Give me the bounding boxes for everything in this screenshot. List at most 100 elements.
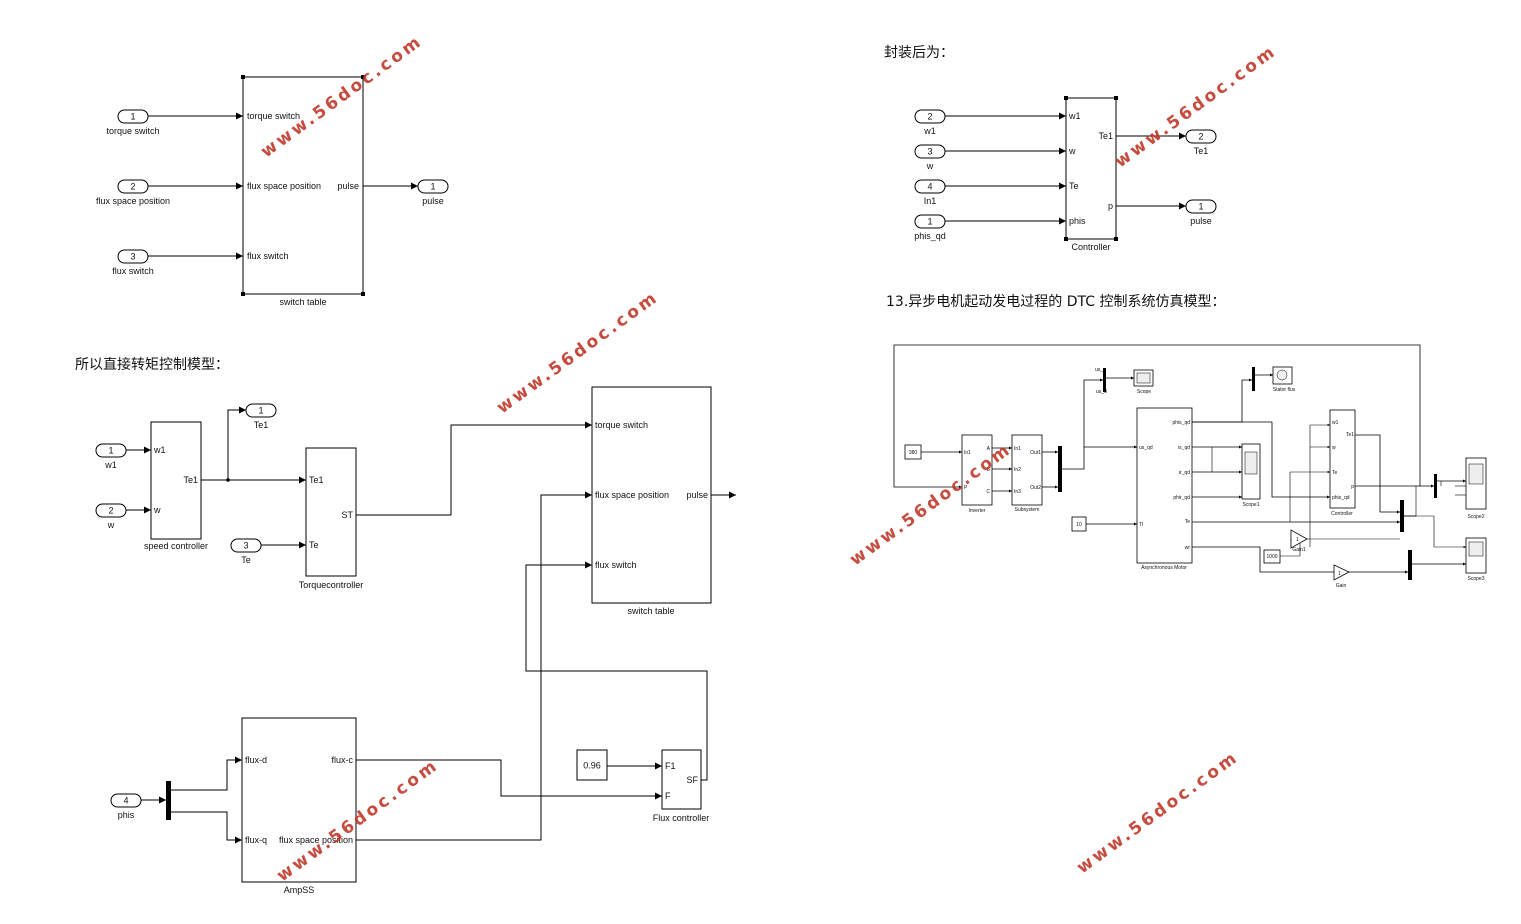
svg-text:flux space position: flux space position bbox=[595, 490, 669, 500]
outport-pulse[interactable]: 1 pulse bbox=[417, 179, 449, 206]
svg-text:Gain1: Gain1 bbox=[1292, 547, 1306, 553]
block-inverter[interactable]: In1 P A B C Inverter bbox=[961, 434, 993, 514]
svg-text:2: 2 bbox=[108, 506, 113, 516]
block-ampss[interactable]: flux-d flux-q flux-c flux space position… bbox=[241, 717, 357, 895]
constant-10[interactable]: 10 bbox=[1071, 516, 1087, 532]
inport-dtc-te[interactable]: 3 Te bbox=[230, 538, 262, 565]
svg-text:Gain: Gain bbox=[1336, 583, 1347, 589]
inport-in1[interactable]: 4 In1 bbox=[914, 179, 946, 206]
svg-text:w1: w1 bbox=[1332, 420, 1339, 426]
scope-top[interactable]: Scope bbox=[1133, 369, 1154, 395]
inport-dtc-w[interactable]: 2 w bbox=[95, 503, 127, 530]
svg-text:Tl: Tl bbox=[1139, 522, 1143, 528]
svg-text:speed controller: speed controller bbox=[144, 541, 208, 551]
svg-text:Asynchronous Motor: Asynchronous Motor bbox=[1141, 565, 1187, 571]
inport-w1[interactable]: 2 w1 bbox=[914, 109, 946, 136]
block-asynchronous-motor[interactable]: us_qd Tl phis_qd is_qd ir_qd phir_qd Te … bbox=[1136, 407, 1193, 571]
svg-text:phis_qd: phis_qd bbox=[1172, 420, 1190, 426]
constant-096[interactable]: 0.96 bbox=[576, 749, 608, 781]
inport-torque-switch[interactable]: 1 torque switch bbox=[106, 109, 160, 136]
svg-text:2: 2 bbox=[1198, 132, 1203, 142]
inport-w[interactable]: 3 w bbox=[914, 144, 946, 171]
svg-text:w: w bbox=[153, 505, 161, 515]
svg-text:pulse: pulse bbox=[422, 196, 444, 206]
svg-text:Stator flux: Stator flux bbox=[1273, 387, 1296, 393]
svg-text:Te: Te bbox=[1185, 519, 1191, 525]
outport-pulse-2[interactable]: 1 pulse bbox=[1185, 199, 1217, 226]
svg-text:flux-q: flux-q bbox=[245, 835, 267, 845]
svg-text:Controller: Controller bbox=[1331, 511, 1353, 517]
heading-encapsulated: 封装后为： bbox=[884, 45, 954, 61]
scope-2[interactable]: Scope2 bbox=[1465, 457, 1487, 520]
outport-dtc-te1[interactable]: 1 Te1 bbox=[245, 403, 277, 430]
constant-380[interactable]: 380 bbox=[904, 444, 922, 460]
svg-text:Scope3: Scope3 bbox=[1468, 576, 1485, 582]
svg-text:ST: ST bbox=[341, 510, 353, 520]
const-1000[interactable]: 1000 bbox=[1263, 549, 1281, 564]
svg-text:Te: Te bbox=[241, 555, 251, 565]
svg-text:pulse: pulse bbox=[1190, 216, 1212, 226]
watermarks: www.56doc.com www.56doc.com www.56doc.co… bbox=[257, 31, 1281, 886]
svg-text:w1: w1 bbox=[153, 445, 166, 455]
svg-text:3: 3 bbox=[243, 541, 248, 551]
mux-bar-us bbox=[1058, 446, 1062, 492]
svg-text:phis_qd: phis_qd bbox=[914, 231, 946, 241]
inport-flux-switch[interactable]: 3 flux switch bbox=[112, 249, 154, 276]
diagram-dtc: 1 w1 2 w 3 Te 4 phis w bbox=[95, 386, 736, 895]
svg-text:w: w bbox=[1068, 146, 1076, 156]
scope-1[interactable]: Scope1 bbox=[1241, 443, 1261, 508]
svg-text:flux-c: flux-c bbox=[331, 755, 353, 765]
block-speed-controller[interactable]: w1 w Te1 speed controller bbox=[144, 421, 208, 551]
svg-text:Controller: Controller bbox=[1071, 242, 1110, 252]
inport-dtc-w1[interactable]: 1 w1 bbox=[95, 443, 127, 470]
svg-text:torque switch: torque switch bbox=[106, 126, 159, 136]
svg-text:4: 4 bbox=[927, 182, 932, 192]
svg-text:C: C bbox=[986, 489, 990, 495]
svg-text:us_qd: us_qd bbox=[1139, 445, 1153, 451]
svg-text:switch table: switch table bbox=[627, 606, 674, 616]
block-controller[interactable]: w1 w Te phis Te1 p Controller bbox=[1064, 96, 1118, 252]
inport-phis-qd[interactable]: 1 phis_qd bbox=[914, 214, 946, 241]
block-subsystem[interactable]: In1 In2 In3 Out1 Out2 Subsystem bbox=[1011, 434, 1043, 513]
svg-text:p: p bbox=[1351, 484, 1354, 490]
block-switch-table[interactable]: torque switch flux space position flux s… bbox=[241, 75, 365, 307]
svg-text:flux space position: flux space position bbox=[279, 835, 353, 845]
svg-text:w: w bbox=[107, 520, 115, 530]
inport-dtc-phis[interactable]: 4 phis bbox=[110, 793, 142, 820]
svg-text:flux switch: flux switch bbox=[247, 251, 289, 261]
block-flux-controller[interactable]: F1 F SF Flux controller bbox=[653, 749, 710, 823]
svg-text:1: 1 bbox=[1338, 571, 1341, 577]
svg-text:F: F bbox=[665, 791, 671, 801]
svg-text:1: 1 bbox=[430, 182, 435, 192]
svg-text:Te1: Te1 bbox=[1346, 432, 1354, 438]
svg-text:3: 3 bbox=[927, 147, 932, 157]
svg-text:In1: In1 bbox=[924, 196, 937, 206]
svg-text:1: 1 bbox=[1296, 537, 1299, 543]
scope-3[interactable]: Scope3 bbox=[1465, 537, 1487, 582]
svg-text:w1: w1 bbox=[923, 126, 936, 136]
svg-text:flux switch: flux switch bbox=[112, 266, 154, 276]
svg-text:F1: F1 bbox=[665, 761, 676, 771]
block-torque-controller[interactable]: Te1 Te ST Torquecontroller bbox=[299, 447, 364, 590]
svg-text:Scope: Scope bbox=[1137, 389, 1151, 395]
svg-text:phir_qd: phir_qd bbox=[1173, 495, 1190, 501]
svg-text:Te1: Te1 bbox=[254, 420, 269, 430]
svg-text:In2: In2 bbox=[1014, 467, 1021, 473]
svg-text:w1: w1 bbox=[104, 460, 117, 470]
svg-text:wr: wr bbox=[1185, 545, 1191, 551]
block-switch-table-2[interactable]: torque switch flux space position flux s… bbox=[591, 386, 712, 616]
gain-0[interactable]: 1 Gain bbox=[1333, 564, 1350, 589]
inport-flux-space-position[interactable]: 2 flux space position bbox=[96, 179, 170, 206]
svg-text:Scope1: Scope1 bbox=[1243, 502, 1260, 508]
block-controller-small[interactable]: w1 w Te phis_qd Te1 p Controller bbox=[1329, 409, 1356, 517]
diagram-controller: 2 w1 3 w 4 In1 1 phis_qd bbox=[914, 96, 1217, 252]
svg-text:Te1: Te1 bbox=[1098, 131, 1113, 141]
svg-text:w: w bbox=[926, 161, 934, 171]
svg-text:1: 1 bbox=[258, 406, 263, 416]
outport-te1[interactable]: 2 Te1 bbox=[1185, 129, 1217, 156]
scope-stator-flux[interactable]: Stator flux bbox=[1272, 366, 1296, 393]
gain-1[interactable]: 1 Gain1 bbox=[1290, 529, 1308, 553]
svg-text:1: 1 bbox=[1198, 202, 1203, 212]
svg-text:phis: phis bbox=[118, 810, 135, 820]
